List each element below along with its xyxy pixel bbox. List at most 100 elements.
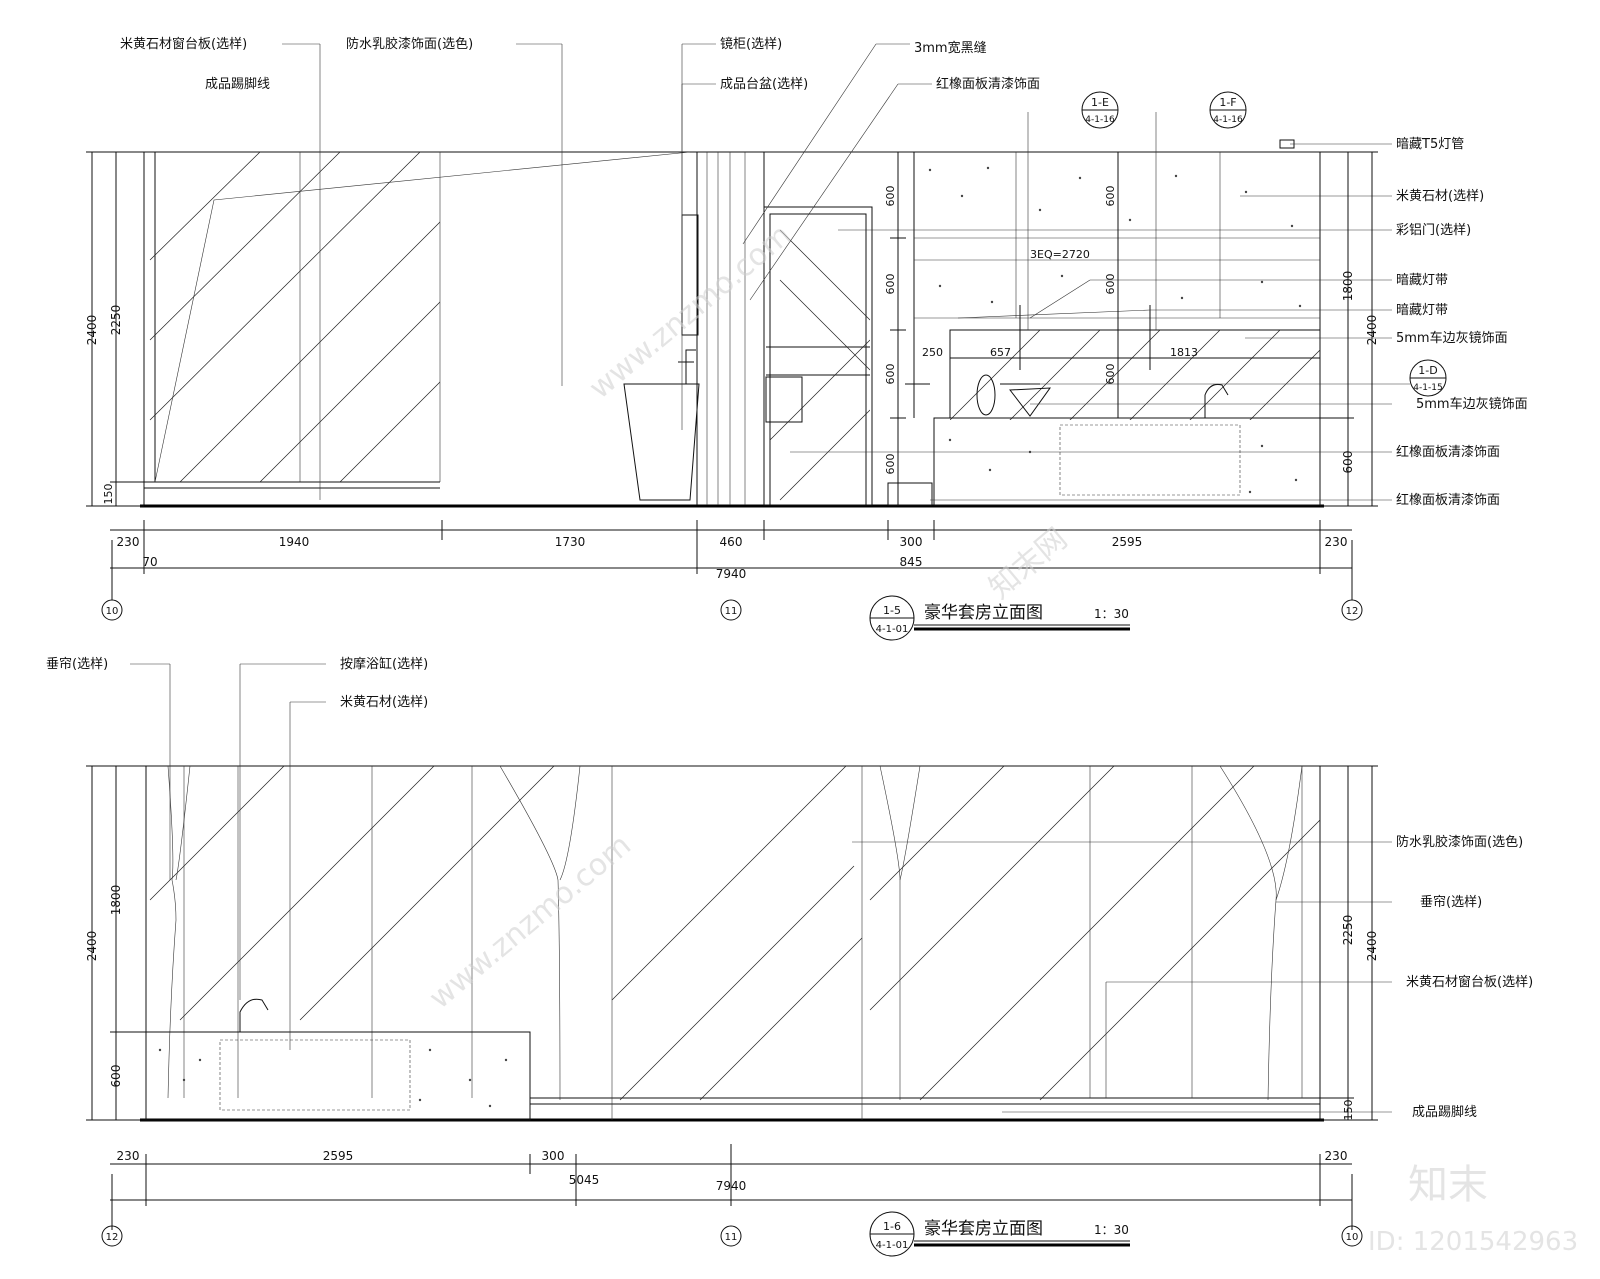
dims-bottom: [86, 765, 1378, 1230]
label-right-7: 红橡面板清漆饰面: [1396, 444, 1500, 460]
dim-bottom-5: 2595: [1112, 535, 1143, 549]
section-1d-num: 1-D: [1418, 364, 1437, 377]
label-right-0: 暗藏T5灯管: [1396, 137, 1464, 152]
dim-b-2400-right: 2400: [1365, 931, 1379, 962]
watermark-logo: 知末: [1408, 1162, 1488, 1208]
dim-1800-right: 1800: [1341, 271, 1355, 302]
title-top: 豪华套房立面图: [924, 602, 1043, 623]
dim-bottom-1: 1940: [279, 535, 310, 549]
label-curtain-right: 垂帘(选样): [1420, 894, 1482, 910]
text-bottom: 垂帘(选样) 按摩浴缸(选样) 米黄石材(选样) 防水乳胶漆饰面(选色) 垂帘(…: [46, 656, 1533, 1251]
dim-mid-1: 600: [884, 274, 897, 295]
section-1f-num: 1-F: [1219, 96, 1236, 109]
label-paint: 防水乳胶漆饰面(选色): [346, 36, 473, 52]
watermark-site-2: www.znzmo.com: [423, 828, 638, 1017]
pedestal-basin: [623, 349, 700, 501]
dim-mid-0: 600: [884, 186, 897, 207]
dim-b-2250-right: 2250: [1341, 915, 1355, 946]
dim-mid2-2: 600: [1104, 364, 1117, 385]
label-sill: 米黄石材窗台板(选样): [120, 36, 247, 52]
label-curtain-left: 垂帘(选样): [46, 656, 108, 672]
label-skirting-right: 成品踢脚线: [1412, 1104, 1477, 1120]
dim-70: 70: [142, 555, 157, 569]
label-oak-top: 红橡面板清漆饰面: [936, 76, 1040, 92]
title-block-top: [869, 595, 1130, 641]
label-sill-right: 米黄石材窗台板(选样): [1406, 974, 1533, 990]
section-marks-top: [1081, 91, 1447, 397]
leaders-bottom: [130, 663, 1392, 1113]
label-mirror-cabinet: 镜柜(选样): [720, 37, 782, 52]
dim-2400-left: 2400: [85, 315, 99, 346]
bathtub: [145, 998, 531, 1121]
dim-600-right: 600: [1341, 451, 1355, 474]
axis-bottom-2: 10: [1346, 1232, 1359, 1243]
title-ref-bottom: 1-6: [883, 1220, 901, 1233]
dim-b-bottom-0: 230: [117, 1149, 140, 1163]
dim-b-5045: 5045: [569, 1173, 600, 1187]
dim-total-top: 7940: [716, 567, 747, 581]
title-sheet-bottom: 4-1-01: [876, 1240, 909, 1251]
dim-bottom-3: 460: [720, 535, 743, 549]
title-ref-top: 1-5: [883, 604, 901, 617]
stone-wall: [905, 152, 1321, 506]
elevation-top: [86, 43, 1447, 641]
label-right-6: 5mm车边灰镜饰面: [1416, 396, 1528, 412]
scale-top: 1：30: [1094, 607, 1129, 621]
dim-b-bottom-2: 300: [542, 1149, 565, 1163]
watermark-brand: 知末网: [983, 521, 1074, 606]
label-skirting: 成品踢脚线: [205, 76, 270, 92]
axis-bottom-1: 11: [725, 1232, 738, 1243]
section-1f-sheet: 4-1-16: [1213, 115, 1243, 125]
section-1d-sheet: 4-1-15: [1413, 383, 1442, 393]
section-1e-num: 1-E: [1091, 96, 1109, 109]
label-black-joint: 3mm宽黑缝: [914, 40, 987, 56]
watermark-id: ID: 1201542963: [1368, 1227, 1578, 1257]
watermark: 知末 ID: 1201542963 www.znzmo.com www.znzm…: [423, 218, 1578, 1257]
dim-mid2-1: 600: [1104, 274, 1117, 295]
dim-150-left: 150: [102, 484, 115, 505]
label-right-1: 米黄石材(选样): [1396, 189, 1484, 204]
dim-2250-left: 2250: [109, 305, 123, 336]
leaders-top-left: [282, 43, 1157, 500]
dim-mid-3: 600: [884, 454, 897, 475]
dim-bottom-4: 300: [900, 535, 923, 549]
window-mullions: [183, 766, 1303, 1120]
section-1e-sheet: 4-1-16: [1085, 115, 1115, 125]
dim-mid2-0: 600: [1104, 186, 1117, 207]
axis-top-0: 10: [106, 606, 119, 617]
label-right-3: 暗藏灯带: [1396, 273, 1448, 288]
aluminium-door: [763, 206, 933, 506]
scale-bottom: 1：30: [1094, 1223, 1129, 1237]
dim-bottom-0: 230: [117, 535, 140, 549]
dim-b-1800-left: 1800: [109, 885, 123, 916]
axis-markers-top: [101, 599, 1363, 621]
curtains: [167, 765, 1303, 1101]
axis-top-1: 11: [725, 606, 738, 617]
dim-657: 657: [990, 346, 1011, 359]
title-bottom: 豪华套房立面图: [924, 1218, 1043, 1239]
dim-845: 845: [900, 555, 923, 569]
dim-eq: 3EQ=2720: [1030, 248, 1090, 261]
dim-b-bottom-1: 2595: [323, 1149, 354, 1163]
title-block-bottom: [869, 1211, 1130, 1257]
dim-total-bottom: 7940: [716, 1179, 747, 1193]
label-right-8: 红橡面板清漆饰面: [1396, 492, 1500, 508]
dim-1813: 1813: [1170, 346, 1198, 359]
label-paint-right: 防水乳胶漆饰面(选色): [1396, 834, 1523, 850]
dim-2400-right: 2400: [1365, 315, 1379, 346]
label-right-2: 彩铝门(选样): [1396, 223, 1471, 238]
text-top: 米黄石材窗台板(选样) 成品踢脚线 防水乳胶漆饰面(选色) 镜柜(选样) 成品台…: [85, 36, 1528, 635]
dim-b-150-right: 150: [1342, 1100, 1355, 1121]
dim-bottom-2: 1730: [555, 535, 586, 549]
dim-250: 250: [922, 346, 943, 359]
elevation-bottom: [86, 663, 1392, 1257]
axis-bottom-0: 12: [106, 1232, 119, 1243]
dim-mid-2: 600: [884, 364, 897, 385]
glass-hatch: [149, 766, 1320, 1101]
label-bathtub: 按摩浴缸(选样): [340, 656, 428, 672]
window-area: [144, 151, 691, 489]
dims-top: [86, 151, 1378, 600]
title-sheet-top: 4-1-01: [876, 624, 909, 635]
label-right-5: 5mm车边灰镜饰面: [1396, 330, 1508, 346]
